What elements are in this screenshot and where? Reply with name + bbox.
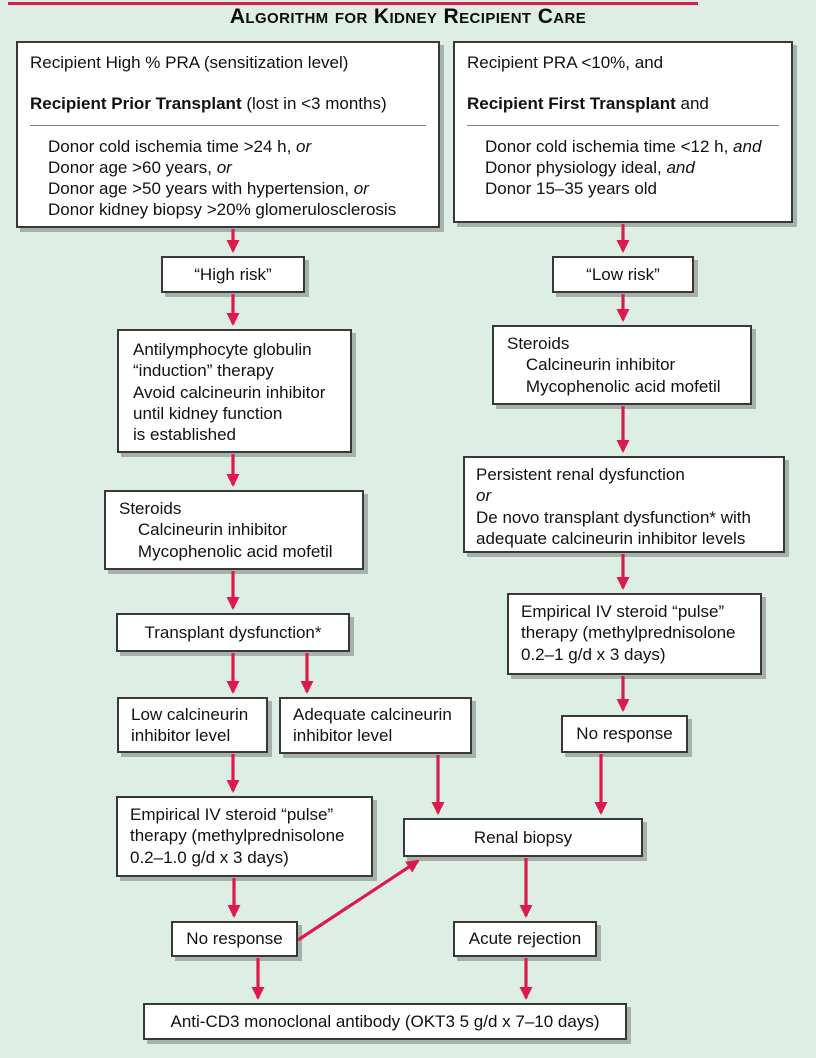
node-renal-biopsy: Renal biopsy — [403, 818, 643, 857]
criteria-items: Donor cold ischemia time >24 h, or Donor… — [30, 136, 426, 221]
node-low-risk: “Low risk” — [552, 256, 694, 293]
node-high-risk: “High risk” — [161, 256, 305, 293]
criteria-item: Donor age >60 years, or — [48, 157, 232, 177]
criteria-item: Donor kidney biopsy >20% glomerulosclero… — [48, 200, 397, 220]
criteria-line: Recipient Prior Transplant (lost in <3 m… — [30, 94, 387, 114]
node-persistent-dysfunction: Persistent renal dysfunction or De novo … — [463, 456, 785, 553]
node-high-risk-criteria: Recipient High % PRA (sensitization leve… — [16, 41, 440, 228]
criteria-item: Donor age >50 years with hypertension, o… — [48, 179, 369, 198]
criteria-line: Recipient High % PRA (sensitization leve… — [30, 53, 349, 72]
criteria-items: Donor cold ischemia time <12 h, and Dono… — [467, 136, 779, 200]
page-title: Algorithm for Kidney Recipient Care — [229, 5, 587, 28]
criteria-item: Donor physiology ideal, and — [485, 157, 695, 177]
node-steroids-low-risk: Steroids Calcineurin inhibitor Mycopheno… — [492, 325, 752, 405]
criteria-divider — [30, 124, 426, 126]
node-low-cni-level: Low calcineurin inhibitor level — [117, 697, 268, 753]
criteria-item: Donor 15–35 years old — [485, 179, 658, 198]
criteria-divider — [467, 124, 779, 126]
node-empirical-pulse-high-risk: Empirical IV steroid “pulse” therapy (me… — [116, 796, 373, 877]
node-no-response-high-risk: No response — [171, 921, 298, 957]
node-empirical-pulse-low-risk: Empirical IV steroid “pulse” therapy (me… — [507, 593, 762, 675]
top-rule — [8, 2, 698, 5]
criteria-line: Recipient PRA <10%, and — [467, 53, 664, 72]
node-low-risk-criteria: Recipient PRA <10%, and Recipient First … — [453, 41, 793, 223]
node-induction-therapy: Antilymphocyte globulin “induction” ther… — [117, 329, 352, 453]
node-transplant-dysfunction: Transplant dysfunction* — [116, 613, 350, 652]
criteria-item: Donor cold ischemia time >24 h, or — [48, 136, 312, 156]
criteria-line: Recipient First Transplant and — [467, 94, 709, 114]
node-acute-rejection: Acute rejection — [453, 921, 597, 957]
node-anti-cd3: Anti-CD3 monoclonal antibody (OKT3 5 g/d… — [143, 1003, 627, 1040]
node-adequate-cni-level: Adequate calcineurin inhibitor level — [279, 697, 472, 754]
node-steroids-high-risk: Steroids Calcineurin inhibitor Mycopheno… — [104, 490, 364, 570]
criteria-item: Donor cold ischemia time <12 h, and — [485, 136, 762, 156]
node-no-response-low-risk: No response — [561, 715, 688, 753]
